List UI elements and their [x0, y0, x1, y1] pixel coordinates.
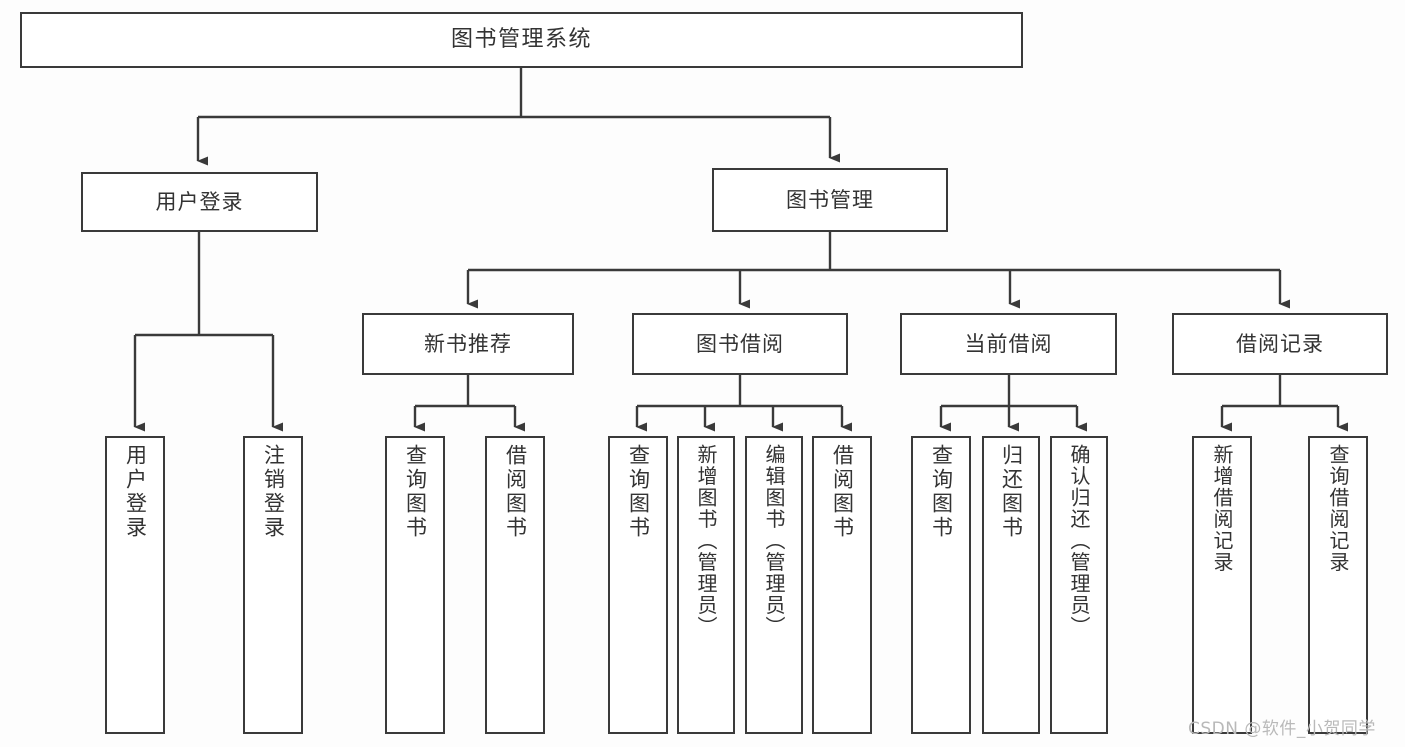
- node-new-book-recommend-label: 新书推荐: [424, 331, 512, 356]
- node-book-management[interactable]: 图书管理: [712, 168, 948, 232]
- node-leaf-logout[interactable]: 注销登录: [243, 436, 303, 734]
- node-leaf-confirm-return-admin-label: 确认归还（管理员）: [1067, 444, 1091, 638]
- node-leaf-borrow-book-newbook[interactable]: 借阅图书: [485, 436, 545, 734]
- node-borrow-record-label: 借阅记录: [1236, 331, 1324, 356]
- node-leaf-borrow-book-newbook-label: 借阅图书: [503, 444, 528, 540]
- node-book-borrow-label: 图书借阅: [696, 331, 784, 356]
- node-user-login[interactable]: 用户登录: [81, 172, 318, 232]
- node-leaf-edit-book-admin-label: 编辑图书（管理员）: [762, 444, 786, 638]
- node-leaf-query-book-newbook[interactable]: 查询图书: [385, 436, 445, 734]
- node-leaf-add-book-admin[interactable]: 新增图书（管理员）: [677, 436, 735, 734]
- node-leaf-query-book-newbook-label: 查询图书: [403, 444, 428, 540]
- node-leaf-add-book-admin-label: 新增图书（管理员）: [694, 444, 718, 638]
- node-borrow-record[interactable]: 借阅记录: [1172, 313, 1388, 375]
- node-leaf-return-book[interactable]: 归还图书: [982, 436, 1040, 734]
- node-current-borrow[interactable]: 当前借阅: [900, 313, 1117, 375]
- node-leaf-borrow-book-label: 借阅图书: [830, 444, 855, 540]
- node-user-login-label: 用户登录: [155, 189, 244, 214]
- node-leaf-user-login-label: 用户登录: [123, 444, 148, 540]
- node-leaf-logout-label: 注销登录: [261, 444, 286, 540]
- node-leaf-confirm-return-admin[interactable]: 确认归还（管理员）: [1050, 436, 1108, 734]
- node-new-book-recommend[interactable]: 新书推荐: [362, 313, 574, 375]
- csdn-watermark: CSDN @软件_小贺同学: [1188, 719, 1376, 739]
- node-leaf-query-book-borrow[interactable]: 查询图书: [608, 436, 668, 734]
- node-leaf-borrow-book[interactable]: 借阅图书: [812, 436, 872, 734]
- node-leaf-query-book-current[interactable]: 查询图书: [911, 436, 971, 734]
- node-leaf-query-book-current-label: 查询图书: [929, 444, 954, 540]
- node-root-book-management-system[interactable]: 图书管理系统: [20, 12, 1023, 68]
- node-leaf-query-book-borrow-label: 查询图书: [626, 444, 651, 540]
- node-leaf-query-borrow-record[interactable]: 查询借阅记录: [1308, 436, 1368, 734]
- node-leaf-return-book-label: 归还图书: [999, 444, 1024, 540]
- node-book-borrow[interactable]: 图书借阅: [632, 313, 848, 375]
- node-book-management-label: 图书管理: [786, 187, 874, 212]
- node-leaf-edit-book-admin[interactable]: 编辑图书（管理员）: [745, 436, 803, 734]
- node-leaf-user-login[interactable]: 用户登录: [105, 436, 165, 734]
- node-leaf-query-borrow-record-label: 查询借阅记录: [1326, 444, 1350, 573]
- node-root-label: 图书管理系统: [450, 27, 592, 53]
- node-current-borrow-label: 当前借阅: [964, 331, 1053, 356]
- node-leaf-add-borrow-record[interactable]: 新增借阅记录: [1192, 436, 1252, 734]
- node-leaf-add-borrow-record-label: 新增借阅记录: [1210, 444, 1234, 573]
